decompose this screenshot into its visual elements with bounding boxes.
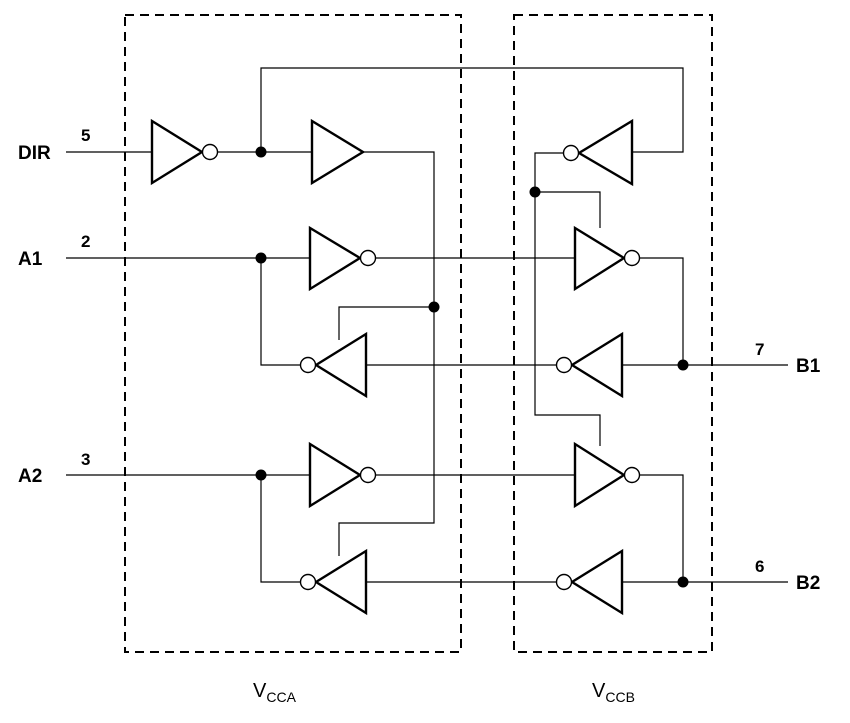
b1-input-gate [555,331,624,399]
b2-label: B2 [796,573,820,594]
junction-dot [428,301,440,313]
a1-return-wire [260,258,300,366]
b2-pin-number: 6 [755,557,764,576]
b-enable-wire [534,152,601,446]
a2-return-gate [299,548,368,616]
junction-dot [255,252,267,264]
vcca-domain-box [124,14,462,653]
vcca-label: VCCA [253,680,297,705]
junction-dot [529,186,541,198]
junction-dot [255,469,267,481]
dir-cross-wire [260,67,684,153]
b-enable-tap-a1 [535,191,601,228]
junction-dot [677,576,689,588]
vccb-dir-inverter-gate [562,118,634,187]
vccb-label: VCCB [592,680,635,705]
b1-pin-number: 7 [755,340,764,359]
a-enable-tap-b1 [338,306,434,340]
a1-return-gate [299,331,368,399]
b1-output-gate [573,225,641,292]
dir-pin-number: 5 [81,126,90,145]
dir-label: DIR [18,143,51,164]
a2-return-wire [260,475,300,583]
dir-buffer-gate [310,118,366,186]
a1-forward-gate [308,225,377,292]
b1-label: B1 [796,356,821,377]
b2-input-gate [555,548,624,616]
a2-label: A2 [18,466,42,487]
a2-pin-number: 3 [81,450,90,469]
junction-dot [255,146,267,158]
wires [66,67,788,583]
junctions [255,146,689,588]
a2-forward-gate [308,441,377,509]
a-enable-wire [338,151,435,556]
b2-output-gate [573,441,641,509]
dir-inverter-gate [150,118,219,186]
b1-output-wire [640,257,684,365]
b2-output-wire [640,474,684,582]
a1-label: A1 [18,249,43,270]
a1-pin-number: 2 [81,232,90,251]
junction-dot [677,359,689,371]
vccb-domain-box [513,14,713,653]
